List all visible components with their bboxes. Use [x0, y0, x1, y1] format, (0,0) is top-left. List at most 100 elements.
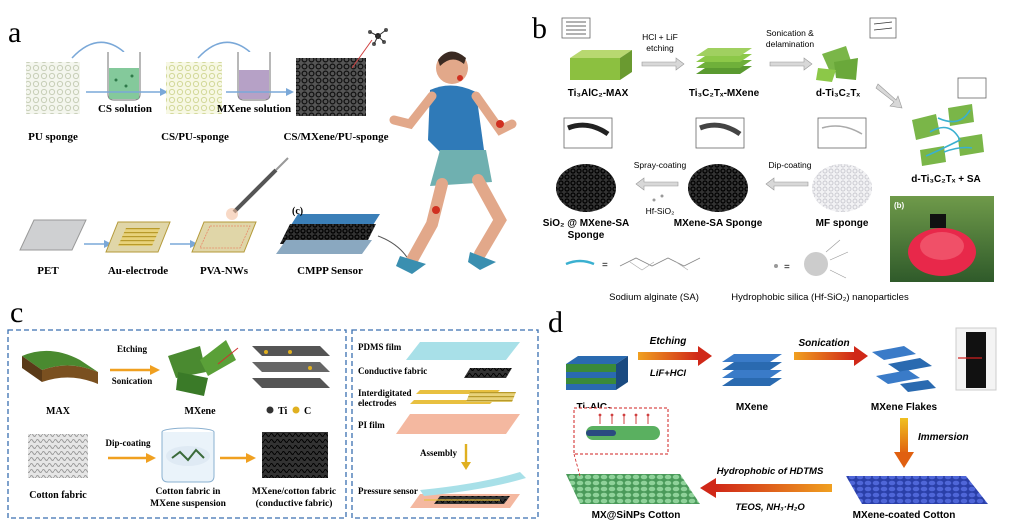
max-wavy-edge: [22, 356, 42, 382]
pet-label: PET: [37, 265, 59, 277]
sonication-label: Sonication: [112, 376, 153, 386]
etch-arrow-icon: [641, 57, 685, 71]
cs-pu-sponge-image: [166, 62, 222, 114]
panel-c: c MAX Etching Sonication MXene Ti C: [7, 296, 539, 519]
cs-solution-beaker: [107, 52, 141, 101]
mxene-label: MXene: [184, 406, 216, 417]
mxene-label: Ti₃C₂Tₓ-MXene: [689, 88, 760, 99]
runner-figure-image: [389, 51, 517, 274]
zoom-box: [817, 117, 867, 149]
max-label: MAX: [46, 406, 71, 417]
pdms-film-label: PDMS film: [358, 342, 402, 352]
arrow-head-icon: [461, 462, 471, 470]
pdms-film-image: [406, 342, 520, 360]
arrow-head-icon: [146, 453, 156, 463]
mf-sponge-label: MF sponge: [816, 218, 869, 229]
ti3alc2-stack-image: [566, 356, 628, 390]
sonication-step-top-label: Sonication &: [766, 28, 814, 38]
immersion-label: Immersion: [918, 432, 969, 443]
arrow-head-icon: [894, 452, 914, 468]
arrow-head-icon: [698, 346, 712, 366]
cs-mxene-pu-sponge-label: CS/MXene/PU-sponge: [283, 131, 388, 143]
c-atom-icon: [292, 406, 300, 414]
arrow-head-icon: [854, 346, 868, 366]
ti-label: Ti: [278, 406, 287, 417]
mxene-flakes-image: [872, 346, 936, 392]
syringe-icon: [226, 157, 289, 220]
lif-hcl-label: LiF+HCl: [650, 368, 687, 379]
particle-dot: [652, 198, 656, 202]
inset-b-label: (b): [894, 201, 905, 210]
sonication-label: Sonication: [798, 338, 849, 349]
hf-sio2-label: Hf-SiO₂: [646, 206, 675, 216]
pressure-sensor-image: [410, 472, 526, 508]
pet-film-image: [19, 219, 87, 251]
mxene-layered-image: [722, 354, 782, 386]
assembly-label: Assembly: [420, 448, 458, 458]
sa-structure-formula: [619, 257, 701, 271]
sonication-arrow: [794, 352, 854, 360]
process-arc: [71, 41, 125, 59]
equals-sign-2: =: [784, 262, 790, 273]
c-label: C: [304, 406, 311, 417]
au-electrode-pattern: [118, 228, 160, 246]
lattice-icon: [561, 17, 591, 39]
cotton-in-mxene-label-1: Cotton fabric in: [156, 487, 222, 497]
lattice-lines: [566, 21, 586, 35]
etching-label: Etching: [650, 336, 687, 347]
panel-b-letter: b: [532, 12, 547, 45]
lattice-lines: [873, 21, 893, 31]
etch-step-top-label: HCl + LiF: [642, 32, 678, 42]
mxene-cotton-fabric-image: [262, 432, 328, 478]
pi-film-label: PI film: [358, 420, 385, 430]
mxene-solution-beaker: [237, 52, 271, 101]
d-mxene-sa-network-image: [912, 104, 984, 166]
sa-legend-label: Sodium alginate (SA): [609, 292, 699, 303]
conductive-fabric-image: [464, 368, 512, 378]
interdigitated-electrodes-image: [410, 390, 516, 404]
arrow-head-icon: [104, 240, 112, 248]
max-block-side: [620, 50, 632, 80]
mxene-vial-photo: [955, 327, 997, 391]
mxene-flakes-label: MXene Flakes: [871, 402, 938, 413]
panel-c-left-box: [7, 329, 347, 519]
process-arc: [197, 41, 251, 59]
teos-label: TEOS, NH₃·H₂O: [735, 502, 805, 513]
dip-coating-label: Dip-coating: [106, 438, 152, 448]
mxene-sa-sponge-label: MXene-SA Sponge: [674, 218, 763, 229]
sonication-arrow-icon: [769, 57, 813, 71]
mxene-solution-label: MXene solution: [217, 103, 291, 115]
max-wavy-side: [42, 365, 98, 384]
panel-c-right-box: [351, 329, 539, 519]
mxene-label: MXene: [736, 402, 769, 413]
panel-d: d Ti₃AlC₂ Etching LiF+HCl MXene Sonicati…: [548, 306, 997, 521]
silica-legend-label: Hydrophobic silica (Hf-SiO₂) nanoparticl…: [731, 292, 909, 303]
mxene-cotton-label-1: MXene/cotton fabric: [252, 487, 336, 497]
pu-sponge-label: PU sponge: [28, 131, 78, 143]
cotton-fabric-label: Cotton fabric: [29, 490, 87, 501]
panel-a-letter: a: [8, 16, 21, 49]
mf-fiber: [821, 125, 863, 135]
panel-b: b Ti₃AlC₂-MAX HCl + LiF etching Ti₃C₂Tₓ-…: [532, 12, 994, 303]
pressure-sensor-label: Pressure sensor: [358, 486, 418, 496]
mf-sponge-image: [812, 164, 872, 212]
mxene-coated-cotton-label: MXene-coated Cotton: [853, 510, 956, 521]
mx-sinps-label: MX@SiNPs Cotton: [592, 510, 681, 521]
cs-pu-sponge-label: CS/PU-sponge: [161, 131, 229, 143]
mxene-suspension-beaker: [161, 427, 215, 483]
etch-step-bottom-label: etching: [646, 43, 674, 53]
nanowire-mesh: [199, 225, 251, 249]
mxene-coated-fiber: [699, 122, 742, 137]
cs-mxene-pu-sponge-image: [296, 58, 366, 116]
hydrophobic-label: Hydrophobic of HDTMS: [717, 466, 824, 477]
panel-a: a PU sponge CS solution CS/PU-sponge MXe…: [8, 16, 517, 277]
lattice-icon: [957, 77, 987, 99]
cmpp-sensor-image: [276, 214, 380, 254]
lattice-icon: [869, 17, 897, 39]
hydrophobic-arrow: [716, 484, 832, 492]
atomic-structure-image: [252, 346, 330, 388]
zoom-line: [351, 39, 373, 69]
coated-fiber-image: [586, 413, 660, 440]
mxene-cotton-label-2: (conductive fabric): [256, 498, 333, 509]
sa-coated-fiber: [567, 122, 610, 137]
